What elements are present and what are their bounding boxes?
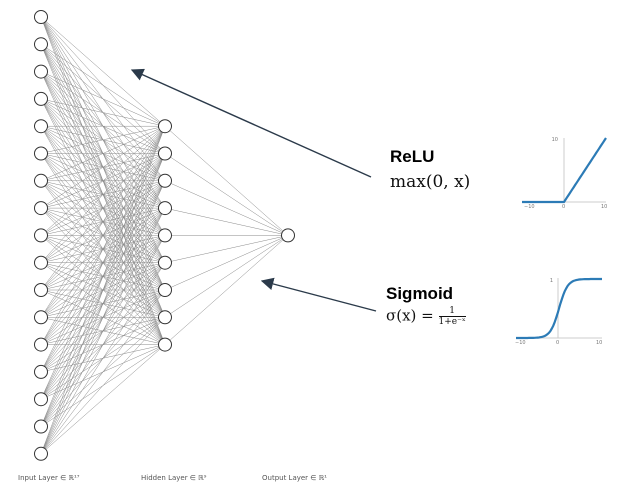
output-neuron: [281, 228, 295, 243]
input-neuron: [34, 119, 48, 134]
input-neuron: [34, 255, 48, 270]
connection-edge: [40, 126, 166, 263]
relu-title: ReLU: [390, 147, 435, 166]
input-neuron: [34, 64, 48, 79]
input-neuron: [34, 10, 48, 24]
connection-edge: [164, 126, 289, 236]
input-neuron: [34, 91, 48, 106]
relu-x-mid-label: 0: [562, 204, 565, 210]
connection-edge: [40, 44, 166, 127]
connection-edge: [40, 126, 166, 427]
connection-edge: [40, 153, 166, 454]
sigmoid-curve: [516, 277, 602, 340]
connection-edge: [164, 207, 289, 236]
hidden-neuron: [158, 173, 172, 188]
relu-x-right-label: 10: [601, 204, 607, 210]
connection-edge: [164, 153, 289, 236]
connection-edge: [40, 98, 166, 127]
connection-edge: [40, 317, 166, 454]
input-neuron: [34, 364, 48, 379]
connection-edge: [164, 235, 289, 318]
connection-edge: [164, 235, 289, 345]
connection-edge: [40, 180, 166, 454]
connection-edge: [40, 16, 166, 127]
hidden-neuron: [158, 119, 172, 134]
sigmoid-denominator: 1+e⁻ˣ: [438, 317, 466, 327]
connection-edge: [40, 289, 166, 454]
connection-edge: [40, 126, 166, 318]
hidden-neuron: [158, 310, 172, 325]
input-neuron: [34, 419, 48, 434]
hidden-neuron: [158, 337, 172, 352]
sigmoid-y-top-label: 1: [550, 278, 553, 284]
sigmoid-x-left-label: −10: [515, 340, 526, 346]
connection-edge: [40, 125, 166, 209]
relu-formula: max(0, x): [390, 172, 471, 192]
input-neuron: [34, 228, 48, 243]
sigmoid-fraction: 1 1+e⁻ˣ: [438, 306, 466, 327]
connection-edge: [40, 126, 166, 345]
input-neuron: [34, 392, 48, 407]
input-neuron: [34, 283, 48, 297]
relu-y-top-label: 10: [552, 137, 558, 143]
hidden-neuron: [158, 146, 172, 161]
connection-edge: [40, 207, 166, 454]
connection-edge: [164, 235, 289, 263]
relu-curve: [522, 137, 607, 204]
hidden-neuron: [158, 201, 172, 216]
hidden-neuron: [158, 283, 172, 297]
connection-edge: [40, 126, 166, 373]
connection-edge: [164, 180, 289, 236]
input-neuron: [34, 201, 48, 216]
sigmoid-formula: σ(x) = 1 1+e⁻ˣ: [386, 306, 466, 327]
input-layer-label: Input Layer ∈ ℝ¹⁷: [18, 474, 80, 482]
input-neuron: [34, 146, 48, 161]
relu-arrow: [130, 68, 372, 178]
sigmoid-x-mid-label: 0: [556, 340, 559, 346]
connection-edge: [40, 235, 166, 454]
hidden-neuron: [158, 228, 172, 243]
sigmoid-formula-lhs: σ(x) =: [386, 306, 434, 325]
input-neuron: [34, 37, 48, 52]
relu-x-left-label: −10: [524, 204, 535, 210]
connection-edge: [40, 125, 166, 182]
sigmoid-x-right-label: 10: [596, 340, 602, 346]
connection-edge: [40, 126, 166, 400]
hidden-neuron: [158, 255, 172, 270]
sigmoid-arrow: [260, 277, 377, 312]
input-neuron: [34, 446, 48, 461]
connection-edges: [40, 16, 289, 454]
connection-edge: [40, 126, 166, 454]
neuron-nodes: [34, 10, 295, 461]
input-neuron: [34, 173, 48, 188]
hidden-layer-label: Hidden Layer ∈ ℝ⁹: [141, 474, 207, 482]
relu-plot: 10 −10 0 10: [522, 137, 607, 210]
connection-edge: [40, 126, 166, 236]
connection-edge: [40, 71, 166, 127]
connection-edge: [40, 125, 166, 154]
sigmoid-plot: 1 −10 0 10: [515, 277, 602, 346]
sigmoid-title: Sigmoid: [386, 284, 454, 303]
connection-edge: [40, 262, 166, 454]
connection-edge: [164, 235, 289, 291]
output-layer-label: Output Layer ∈ ℝ¹: [262, 474, 327, 482]
sigmoid-numerator: 1: [438, 306, 466, 317]
connection-edge: [40, 126, 166, 291]
input-neuron: [34, 337, 48, 352]
connection-edge: [40, 344, 166, 454]
input-neuron: [34, 310, 48, 325]
